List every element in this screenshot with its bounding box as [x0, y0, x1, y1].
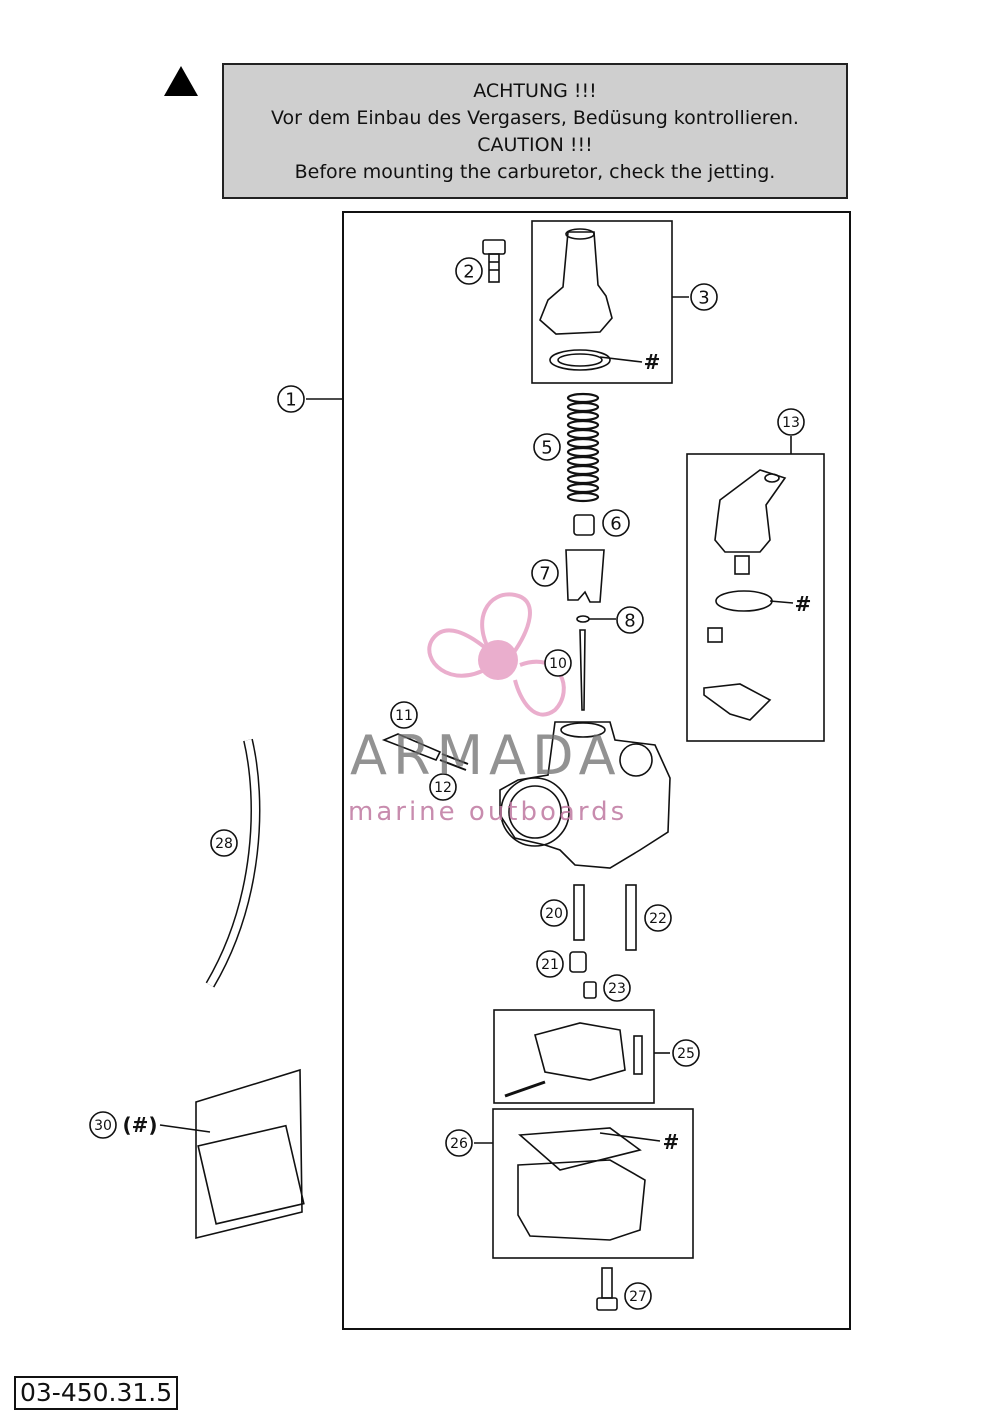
callout-11: 11 — [395, 708, 413, 724]
warning-triangle-icon — [164, 66, 198, 96]
callout-2: 2 — [463, 262, 474, 283]
callout-7: 7 — [539, 564, 550, 585]
bowl-group-box — [492, 1108, 694, 1259]
callout-30: 30 — [94, 1118, 112, 1134]
watermark-subtitle: marine outboards — [348, 797, 628, 827]
watermark-propeller-icon — [427, 592, 566, 717]
caution-line-1: ACHTUNG !!! — [473, 80, 597, 102]
callout-3: 3 — [698, 288, 709, 309]
mixing-chamber-cap — [539, 228, 613, 371]
caution-line-2: Vor dem Einbau des Vergasers, Bedüsung k… — [271, 107, 799, 129]
document-id: 03-450.31.5 — [14, 1376, 179, 1410]
callout-10: 10 — [549, 656, 567, 672]
jet-kit-bag — [195, 1068, 305, 1240]
needle-retainer — [573, 514, 595, 536]
screw-part-2 — [482, 239, 506, 283]
carburetor-body — [499, 721, 671, 869]
float-bowl — [517, 1127, 646, 1241]
idle-spring — [439, 753, 469, 771]
callout-13: 13 — [782, 415, 800, 431]
callout-27: 27 — [629, 1289, 647, 1305]
callout-20: 20 — [545, 906, 563, 922]
callout-1: 1 — [285, 390, 296, 411]
hash-mark-13: # — [795, 592, 812, 616]
hash-mark-30: (#) — [122, 1113, 157, 1137]
throttle-slide — [565, 549, 605, 603]
callout-5: 5 — [541, 438, 552, 459]
float-group-box — [493, 1009, 655, 1104]
callout-12: 12 — [434, 780, 452, 796]
caution-line-4: Before mounting the carburetor, check th… — [294, 161, 776, 183]
drain-screw — [596, 1267, 618, 1311]
callout-6: 6 — [610, 514, 621, 535]
callout-8: 8 — [624, 611, 635, 632]
callout-21: 21 — [541, 957, 559, 973]
hash-mark-3: # — [644, 350, 661, 374]
callout-28: 28 — [215, 836, 233, 852]
choke-group-box — [686, 453, 825, 742]
assembly-frame — [342, 211, 851, 1330]
callout-23: 23 — [608, 981, 626, 997]
jet-needle — [579, 629, 586, 711]
hash-mark-26: # — [663, 1130, 680, 1154]
idle-screw — [381, 733, 442, 762]
callout-22: 22 — [649, 911, 667, 927]
throttle-spring — [566, 392, 600, 503]
main-jets — [569, 884, 637, 999]
callout-25: 25 — [677, 1046, 695, 1062]
caution-line-3: CAUTION !!! — [477, 134, 593, 156]
cap-group-box — [531, 220, 673, 384]
needle-clip — [576, 615, 590, 623]
caution-box: ACHTUNG !!! Vor dem Einbau des Vergasers… — [222, 63, 848, 199]
callout-26: 26 — [450, 1136, 468, 1152]
choke-assembly — [703, 469, 787, 721]
watermark-name: ARMADA — [350, 724, 622, 787]
float-assembly — [504, 1022, 643, 1098]
